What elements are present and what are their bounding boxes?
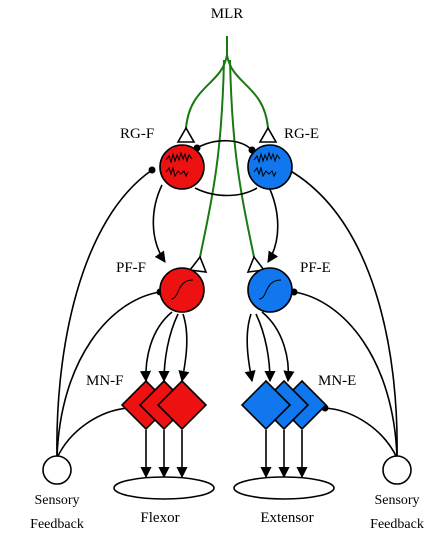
pf-e-node xyxy=(247,267,293,313)
mn-to-muscle-arrows xyxy=(140,430,308,479)
rg-to-pf-arrows xyxy=(152,184,279,263)
sensory-feedback-right-label-line2: Feedback xyxy=(370,517,424,532)
mlr-label: MLR xyxy=(211,6,244,22)
mlr-drive-lines xyxy=(185,36,269,258)
pf-e-label: PF-E xyxy=(300,260,331,276)
sensory-feedback-left-node xyxy=(42,455,72,485)
pf-f-label: PF-F xyxy=(116,260,146,276)
rg-e-label: RG-E xyxy=(284,126,319,142)
extensor-muscle xyxy=(233,476,335,500)
mn-f-node xyxy=(120,379,208,431)
mn-f-label: MN-F xyxy=(86,373,124,389)
pf-f-node xyxy=(159,267,205,313)
extensor-label: Extensor xyxy=(260,510,313,526)
sensory-feedback-left-label-line1: Sensory xyxy=(34,493,79,508)
rg-e-node xyxy=(247,144,293,190)
sensory-feedback-left-label-line2: Feedback xyxy=(30,517,84,532)
flexor-muscle xyxy=(113,476,215,500)
mn-e-node xyxy=(240,379,328,431)
pf-to-mn-arrows xyxy=(139,311,295,383)
rg-f-label: RG-F xyxy=(120,126,154,142)
mn-e-label: MN-E xyxy=(318,373,356,389)
sensory-feedback-right-label-line1: Sensory xyxy=(374,493,419,508)
sensory-feedback-right-node xyxy=(382,455,412,485)
flexor-label: Flexor xyxy=(140,510,179,526)
mlr-synapses xyxy=(176,126,278,273)
rg-f-node xyxy=(159,144,205,190)
